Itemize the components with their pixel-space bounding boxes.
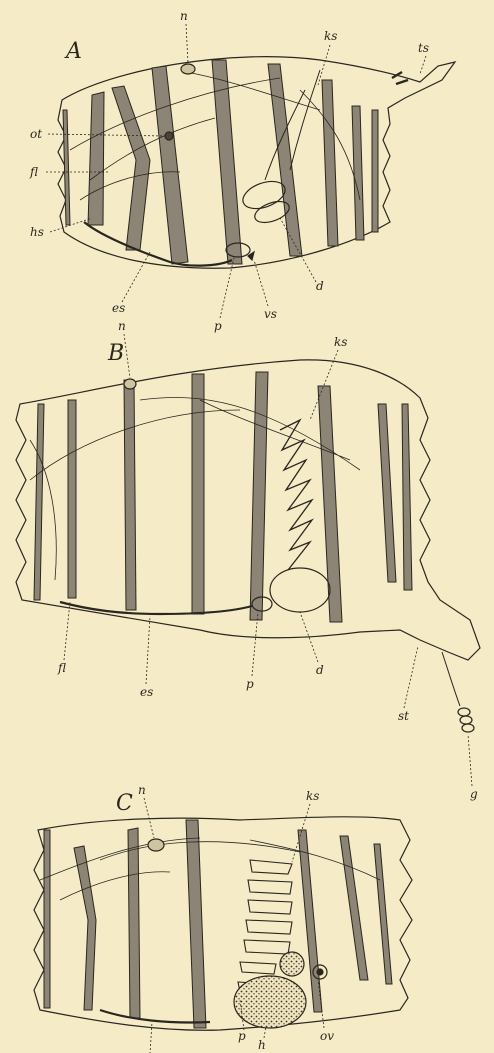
figure-a-label-p: p [214, 319, 222, 333]
figure-c [34, 817, 412, 1030]
figure-c-label-h: h [258, 1038, 266, 1052]
figure-b-zigzag-organ [280, 420, 312, 570]
figure-a-label-vs: vs [264, 307, 277, 321]
figure-a-muscle-bands [63, 60, 378, 264]
figure-a-label-ks: ks [324, 29, 337, 43]
figure-a-label-d: d [316, 279, 324, 293]
figure-b-label-es: es [140, 685, 153, 699]
figure-c-muscle-bands [44, 820, 392, 1028]
figure-c-label-p: p [238, 1029, 246, 1043]
figure-c-label-ov: ov [320, 1029, 334, 1043]
figure-b-label-st: st [398, 709, 409, 723]
figure-a-label-es: es [112, 301, 125, 315]
figure-b-label-n: n [118, 319, 126, 333]
figure-c-letter: C [116, 791, 133, 816]
figure-b-label-d: d [316, 663, 324, 677]
figure-a-endostyle [84, 222, 232, 266]
figure-b-label-fl: fl [57, 661, 66, 675]
figure-c-label-ks: ks [306, 789, 319, 803]
figure-b-muscle-bands [34, 372, 412, 622]
figure-a-letter: A [64, 39, 82, 64]
figure-b-endostyle [60, 602, 252, 614]
figure-a-label-fl: fl [29, 165, 38, 179]
figure-a [58, 57, 455, 269]
figure-b-g-organ [458, 708, 474, 732]
figure-c-h-mass [234, 976, 306, 1028]
figure-a-label-ts: ts [418, 41, 429, 55]
figure-a-label-hs: hs [30, 225, 44, 239]
figure-b-letter: B [107, 341, 124, 366]
figure-a-label-ot: ot [30, 127, 42, 141]
figure-b-label-g: g [470, 787, 478, 801]
figure-c-label-n: n [138, 783, 146, 797]
figure-c-ks-loops [238, 860, 292, 994]
figure-b-label-ks: ks [334, 335, 347, 349]
figure-b-label-p: p [246, 677, 254, 691]
figure-a-label-n: n [180, 9, 188, 23]
